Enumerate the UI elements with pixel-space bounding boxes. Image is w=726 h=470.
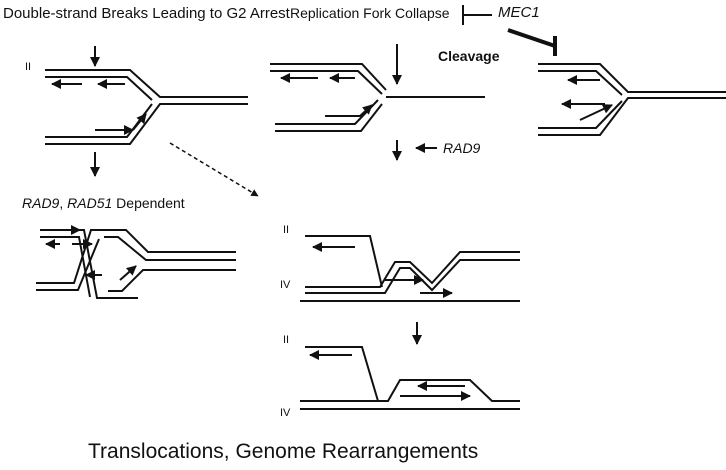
chromosome-II-label-2: II — [283, 224, 290, 236]
dashed-arrow — [169, 142, 259, 197]
rad9-label: RAD9 — [443, 140, 481, 156]
mec1-label: MEC1 — [498, 4, 540, 21]
fork-collapse-title: Replication Fork Collapse — [290, 5, 450, 21]
rad-dependent-label: RAD9, RAD51 Dependent — [22, 195, 185, 211]
dependent-word: Dependent — [116, 195, 185, 211]
translocation-final — [300, 346, 520, 410]
label-separator: , — [59, 195, 64, 211]
mec1-inhibit-cleavage — [462, 5, 557, 56]
chromosome-IV-label: IV — [280, 279, 291, 291]
chromosome-II-label: II — [25, 61, 32, 73]
fork-intact — [538, 63, 726, 136]
dsb-title: Double-strand Breaks Leading to G2 Arres… — [3, 5, 290, 22]
cleavage-label: Cleavage — [438, 48, 500, 64]
chromosome-II-label-3: II — [283, 334, 290, 346]
rad9-dependent: RAD9 — [22, 195, 60, 211]
caption: Translocations, Genome Rearrangements — [88, 440, 479, 463]
crossover-structure — [36, 225, 236, 299]
rad51-dependent: RAD51 — [67, 195, 113, 211]
chromosome-IV-label-2: IV — [280, 407, 291, 419]
translocation-bubble — [300, 235, 520, 302]
fork-dsb — [45, 69, 248, 145]
fork-collapse — [270, 63, 485, 132]
